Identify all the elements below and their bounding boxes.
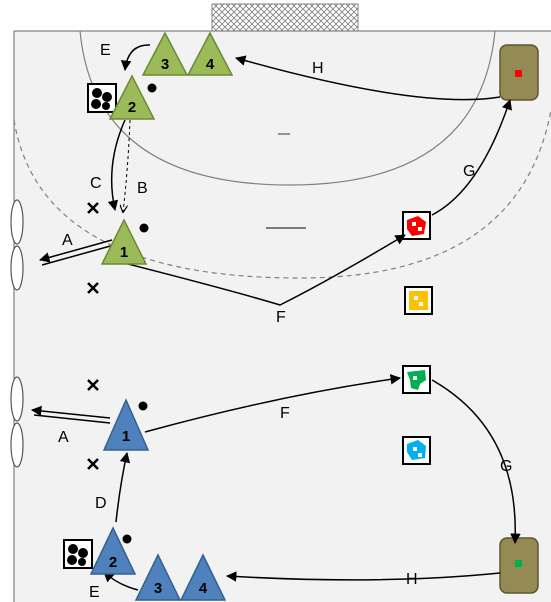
player-blue-4: 4 xyxy=(179,553,227,601)
ball-icon xyxy=(139,223,149,233)
label-D-bottom: D xyxy=(95,495,107,512)
arrow-H-bottom xyxy=(225,571,501,582)
label-G-bottom: G xyxy=(500,458,512,475)
player-green-1: 1 xyxy=(100,218,148,265)
arrow-G-bottom xyxy=(431,379,521,545)
ball-box-icon xyxy=(63,539,93,569)
label-H-top: H xyxy=(312,60,324,77)
arrow-E-top xyxy=(120,44,151,72)
goal-net xyxy=(211,3,359,32)
arrow-D-bottom xyxy=(115,451,131,523)
cone-red xyxy=(402,211,431,240)
mat-top-marker xyxy=(515,70,522,77)
oval-target-icon xyxy=(10,245,24,291)
arrow-F-bottom xyxy=(144,374,402,433)
svg-text:3: 3 xyxy=(154,580,162,597)
cone-green xyxy=(402,365,431,394)
cone-yellow xyxy=(404,286,433,315)
arrow-F-top xyxy=(119,234,406,306)
ball-icon xyxy=(147,83,157,93)
svg-text:3: 3 xyxy=(161,56,169,73)
ball-box-icon xyxy=(87,83,117,113)
player-green-3: 3 xyxy=(141,31,189,76)
label-E-bottom: E xyxy=(89,584,100,601)
player-green-4: 4 xyxy=(186,31,234,76)
x-marker-icon xyxy=(87,282,99,294)
ball-icon xyxy=(138,401,148,411)
x-marker-icon xyxy=(87,379,99,391)
oval-target-icon xyxy=(10,376,24,422)
player-blue-2: 2 xyxy=(89,526,137,575)
svg-text:2: 2 xyxy=(128,99,136,116)
nine-meter-line xyxy=(13,109,551,279)
label-F-top: F xyxy=(276,309,286,326)
player-green-2: 2 xyxy=(108,74,156,120)
oval-target-icon xyxy=(10,422,24,468)
arrow-A-bottom-1 xyxy=(30,405,111,419)
svg-text:4: 4 xyxy=(199,580,208,597)
arrow-B-top xyxy=(123,119,131,212)
arrow-H-top xyxy=(234,55,501,101)
svg-text:1: 1 xyxy=(122,428,130,445)
label-C-top: C xyxy=(90,175,102,192)
x-marker-icon xyxy=(87,202,99,214)
oval-target-icon xyxy=(10,199,24,245)
arrow-G-top xyxy=(431,99,512,216)
label-A-bottom: A xyxy=(58,429,69,446)
cone-blue xyxy=(402,436,431,465)
player-blue-1: 1 xyxy=(102,398,150,451)
svg-text:4: 4 xyxy=(206,56,215,73)
label-G-top: G xyxy=(463,163,475,180)
svg-text:2: 2 xyxy=(109,554,117,571)
svg-text:1: 1 xyxy=(120,244,128,261)
label-B-top: B xyxy=(137,180,148,197)
arrow-C-top xyxy=(107,119,126,212)
label-H-bottom: H xyxy=(406,571,418,588)
label-A-top: A xyxy=(62,232,73,249)
ball-icon xyxy=(122,534,132,544)
label-F-bottom: F xyxy=(280,405,290,422)
court-surface xyxy=(13,30,551,602)
label-E-top: E xyxy=(100,42,111,59)
arrow-A-bottom-2 xyxy=(33,414,111,424)
arrow-A-top-2 xyxy=(41,244,115,266)
arrow-A-top-1 xyxy=(38,239,113,263)
player-blue-3: 3 xyxy=(134,553,182,601)
x-marker-icon xyxy=(87,458,99,470)
mat-bottom-marker xyxy=(515,560,522,567)
